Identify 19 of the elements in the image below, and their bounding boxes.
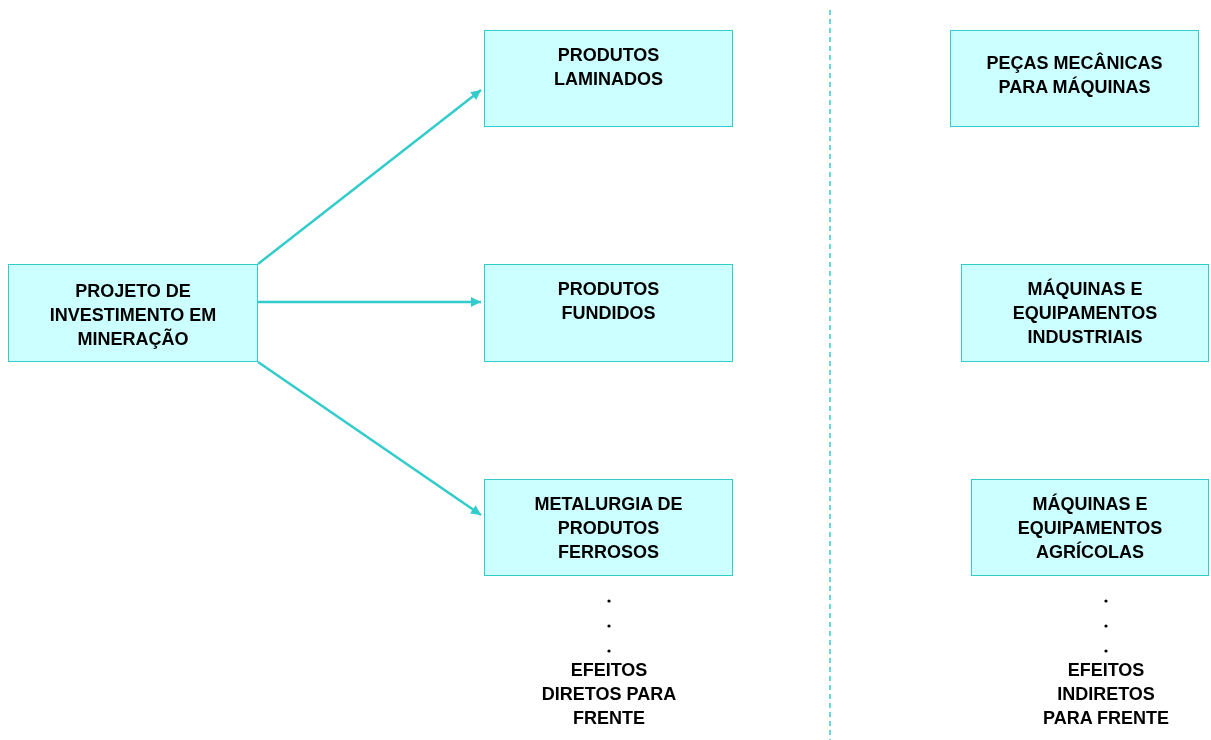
- effect-label: EFEITOS DIRETOS PARA FRENTE: [540, 659, 678, 730]
- product-box: [961, 264, 1209, 362]
- arrow: [258, 297, 481, 307]
- effect-label: EFEITOS INDIRETOS PARA FRENTE: [1042, 659, 1170, 730]
- arrow: [257, 89, 482, 265]
- box-label: PROJETO DE INVESTIMENTO EM MINERAÇÃO: [48, 280, 218, 351]
- project-box: [8, 264, 258, 362]
- product-box: [971, 479, 1209, 576]
- box-label: MÁQUINAS E EQUIPAMENTOS AGRÍCOLAS: [1016, 492, 1164, 564]
- product-box: [484, 30, 733, 127]
- arrow: [257, 360, 482, 517]
- product-box: [484, 264, 733, 362]
- product-box: [950, 30, 1199, 127]
- product-box: [484, 479, 733, 576]
- box-label: PRODUTOS LAMINADOS: [553, 44, 664, 91]
- box-label: PEÇAS MECÂNICAS PARA MÁQUINAS: [985, 51, 1164, 99]
- box-label: MÁQUINAS E EQUIPAMENTOS INDUSTRIAIS: [1011, 277, 1159, 349]
- box-label: METALURGIA DE PRODUTOS FERROSOS: [533, 493, 684, 564]
- box-label: PRODUTOS FUNDIDOS: [556, 278, 661, 325]
